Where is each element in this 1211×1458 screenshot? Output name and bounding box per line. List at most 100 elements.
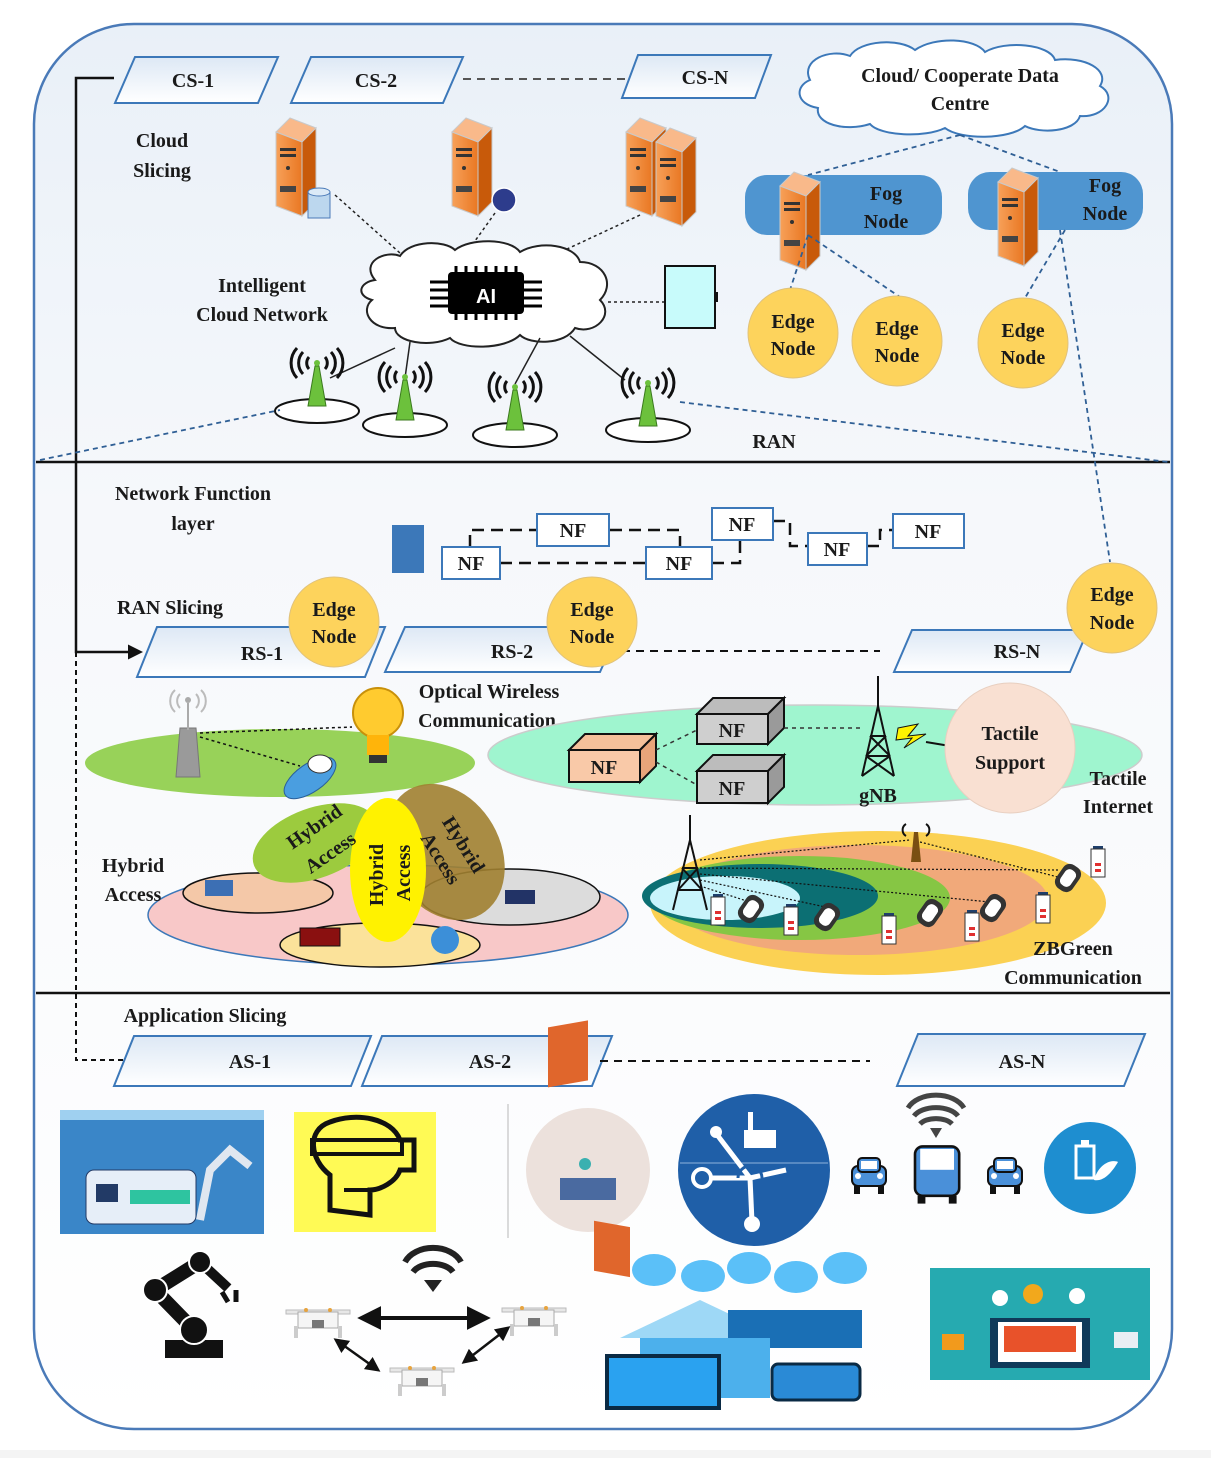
lightning-icon	[895, 723, 927, 749]
tactile-internet-label: Tactile	[1089, 768, 1146, 790]
control-line-cloud-to-ran	[74, 76, 143, 660]
nf-label: NF	[458, 553, 485, 575]
hybrid-petal-label: Hybrid	[366, 844, 388, 906]
drone-swarm-icon	[285, 1244, 567, 1397]
edge-node-label-line2: Node	[1001, 347, 1046, 369]
nf-cube-lower: NF	[694, 752, 787, 806]
nf-label: NF	[729, 514, 756, 536]
controller-box-icon	[664, 265, 716, 329]
tactile-support-node[interactable]	[944, 682, 1076, 814]
tactile-support-label-line2: Support	[975, 752, 1045, 774]
app-slice-as-1[interactable]: AS-1	[112, 1035, 373, 1087]
zbgreen-label: ZBGreen	[1033, 938, 1113, 960]
app-slice-label: AS-2	[469, 1051, 511, 1073]
zb-battery-icon	[783, 903, 799, 936]
fog-node-label-line2: Node	[1083, 203, 1128, 225]
smart-office-image	[526, 1020, 650, 1278]
edge-node-ran-1[interactable]: Edge Node	[288, 576, 380, 668]
zb-links	[699, 839, 1063, 909]
fog-node-1[interactable]: Fog Node	[745, 171, 942, 271]
zb-battery-icon	[1090, 845, 1106, 878]
web-server-icon	[451, 117, 493, 217]
nf-box-1[interactable]: NF	[441, 546, 501, 580]
nf-box-6[interactable]: NF	[892, 513, 965, 549]
edge-node-label-line2: Node	[875, 345, 920, 367]
server-to-ai-links	[334, 194, 665, 303]
nf-cube-label: NF	[719, 720, 746, 742]
app-slice-as-n[interactable]: AS-N	[895, 1033, 1147, 1087]
nf-cube-label: NF	[591, 757, 618, 779]
nf-box-5[interactable]: NF	[807, 532, 868, 566]
controller-box-port	[714, 292, 718, 302]
control-line-ran-to-app	[75, 652, 141, 1066]
smart-home-image	[605, 1252, 867, 1410]
edge-node-cloud-2[interactable]: Edge Node	[851, 295, 943, 387]
gnb-label: gNB	[859, 785, 897, 807]
data-centre-cloud: Cloud/ Cooperate Data Centre	[798, 39, 1110, 138]
fog-node-2[interactable]: Fog Node	[968, 167, 1143, 267]
nf-box-2[interactable]: NF	[536, 513, 610, 547]
zb-battery-icon	[881, 912, 897, 945]
cloud-slice-label: CS-2	[355, 70, 397, 92]
app-slice-label: AS-N	[999, 1051, 1046, 1073]
edge-node-ran-3[interactable]: Edge Node	[1066, 562, 1158, 654]
cloud-slice-cs-2[interactable]: CS-2	[289, 56, 465, 104]
tactile-internet-label-line2: Internet	[1083, 796, 1153, 818]
nf-cube-local: NF	[566, 731, 659, 785]
access-point-icon	[169, 689, 207, 778]
edge-node-cloud-3[interactable]: Edge Node	[977, 297, 1069, 389]
ran-antenna-1	[274, 346, 360, 424]
edge-node-cloud-1[interactable]: Edge Node	[747, 287, 839, 379]
nf-chain-links	[468, 519, 893, 565]
owc-links	[199, 726, 353, 767]
cloud-slice-cs-1[interactable]: CS-1	[113, 56, 280, 104]
edge-node-ran-2[interactable]: Edge Node	[546, 576, 638, 668]
nf-box-4[interactable]: NF	[711, 507, 774, 541]
cloud-slice-cs-n[interactable]: CS-N	[620, 54, 773, 99]
data-centre-to-fog-links	[789, 134, 1111, 563]
fog-node-label: Fog	[870, 183, 902, 205]
data-centre-label-line2: Centre	[931, 93, 990, 115]
connected-vehicles-icon	[851, 1092, 1023, 1204]
intelligent-cloud-label: Intelligent	[218, 275, 306, 297]
ai-chip-icon: AI	[430, 266, 542, 320]
industrial-robot-machine-image	[60, 1110, 264, 1234]
edge-node-label: Edge	[771, 311, 814, 333]
wifi-icon	[402, 1244, 464, 1274]
ran-antenna-4	[605, 366, 691, 443]
edge-node-label: Edge	[1001, 320, 1044, 342]
edge-node-label: Edge	[1090, 584, 1133, 606]
owc-zone	[85, 687, 475, 800]
footer-strip	[0, 1450, 1211, 1458]
owc-label: Optical Wireless	[419, 681, 560, 703]
cloud-slicing-title: Cloud	[136, 130, 188, 152]
tactile-zone: NF NF NF	[487, 676, 1143, 814]
nf-cube-label: NF	[719, 778, 746, 800]
edge-node-label: Edge	[875, 318, 918, 340]
edge-node-label: Edge	[312, 599, 355, 621]
globe-icon	[491, 187, 517, 213]
server-cluster-icon	[625, 117, 697, 227]
nf-controller-icon	[392, 525, 424, 573]
nf-box-3[interactable]: NF	[645, 546, 713, 580]
cloud-slice-label: CS-N	[682, 67, 729, 89]
edge-node-label-line2: Node	[570, 626, 615, 648]
cloud-slicing-title-line2: Slicing	[133, 160, 191, 182]
hybrid-access-label: Hybrid	[102, 855, 164, 877]
zb-battery-icon	[1035, 891, 1051, 924]
intelligent-cloud-label-line2: Cloud Network	[196, 304, 329, 326]
fog-node-label: Fog	[1089, 175, 1121, 197]
ran-coverage-lines	[39, 401, 1169, 463]
nf-label: NF	[560, 520, 587, 542]
owc-label-line2: Communication	[418, 710, 556, 732]
ran-slice-rs-n[interactable]: RS-N	[892, 629, 1090, 673]
ran-slice-label: RS-2	[491, 641, 533, 663]
tactile-support-label: Tactile	[981, 723, 1038, 745]
ran-slice-label: RS-N	[994, 641, 1041, 663]
zbgreen-zone	[642, 815, 1106, 975]
app-slice-label: AS-1	[229, 1051, 271, 1073]
nf-label: NF	[915, 521, 942, 543]
data-centre-label: Cloud/ Cooperate Data	[861, 65, 1059, 87]
wifi-icon	[905, 1092, 967, 1126]
